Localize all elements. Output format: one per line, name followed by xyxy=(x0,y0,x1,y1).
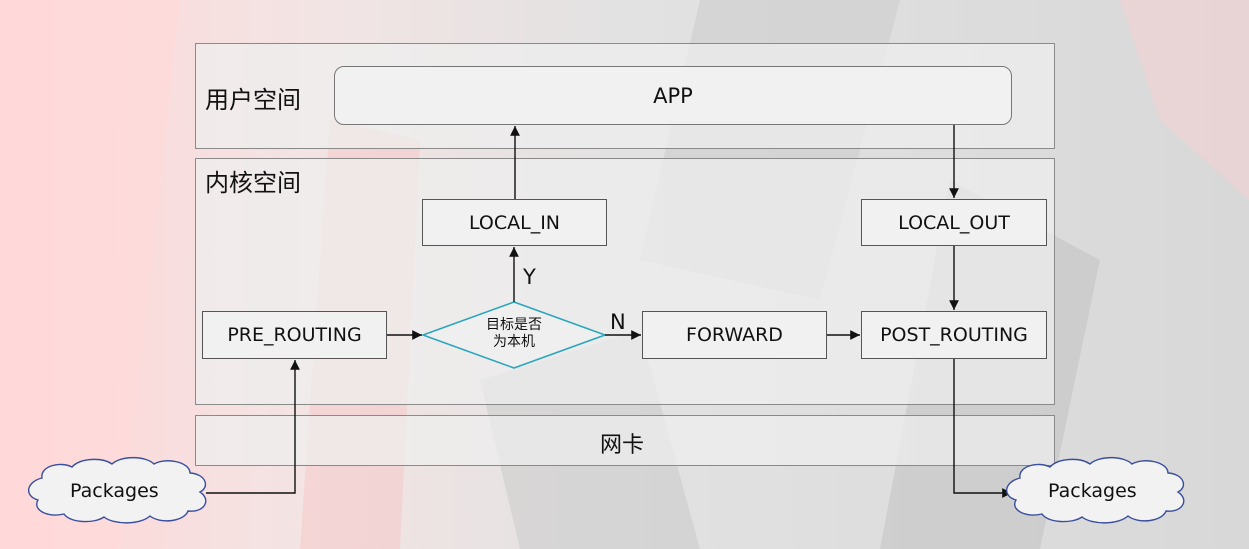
no-branch-label: N xyxy=(610,310,626,334)
nic-region xyxy=(195,415,1055,466)
packages-in-label: Packages xyxy=(70,480,159,502)
decision-label-line1: 目标是否 xyxy=(486,317,542,333)
decision-label: 目标是否 为本机 xyxy=(470,317,558,351)
arrow-packages-to-pre-routing xyxy=(206,360,300,494)
local-out-node: LOCAL_OUT xyxy=(861,199,1047,246)
arrow-post-routing-to-packages xyxy=(953,359,1012,498)
local-in-node: LOCAL_IN xyxy=(422,199,607,246)
post-routing-node: POST_ROUTING xyxy=(861,311,1047,359)
decision-label-line2: 为本机 xyxy=(493,334,535,350)
forward-node: FORWARD xyxy=(642,311,827,359)
user-space-label: 用户空间 xyxy=(205,86,301,114)
packages-out-label: Packages xyxy=(1048,480,1137,502)
decision-diamond xyxy=(420,301,608,369)
yes-branch-label: Y xyxy=(523,265,536,289)
kernel-space-label: 内核空间 xyxy=(205,169,301,197)
packages-out-cloud xyxy=(1006,456,1185,524)
packages-in-cloud xyxy=(28,456,207,524)
pre-routing-node: PRE_ROUTING xyxy=(202,311,387,359)
nic-label: 网卡 xyxy=(600,433,645,458)
app-node: APP xyxy=(334,66,1012,125)
